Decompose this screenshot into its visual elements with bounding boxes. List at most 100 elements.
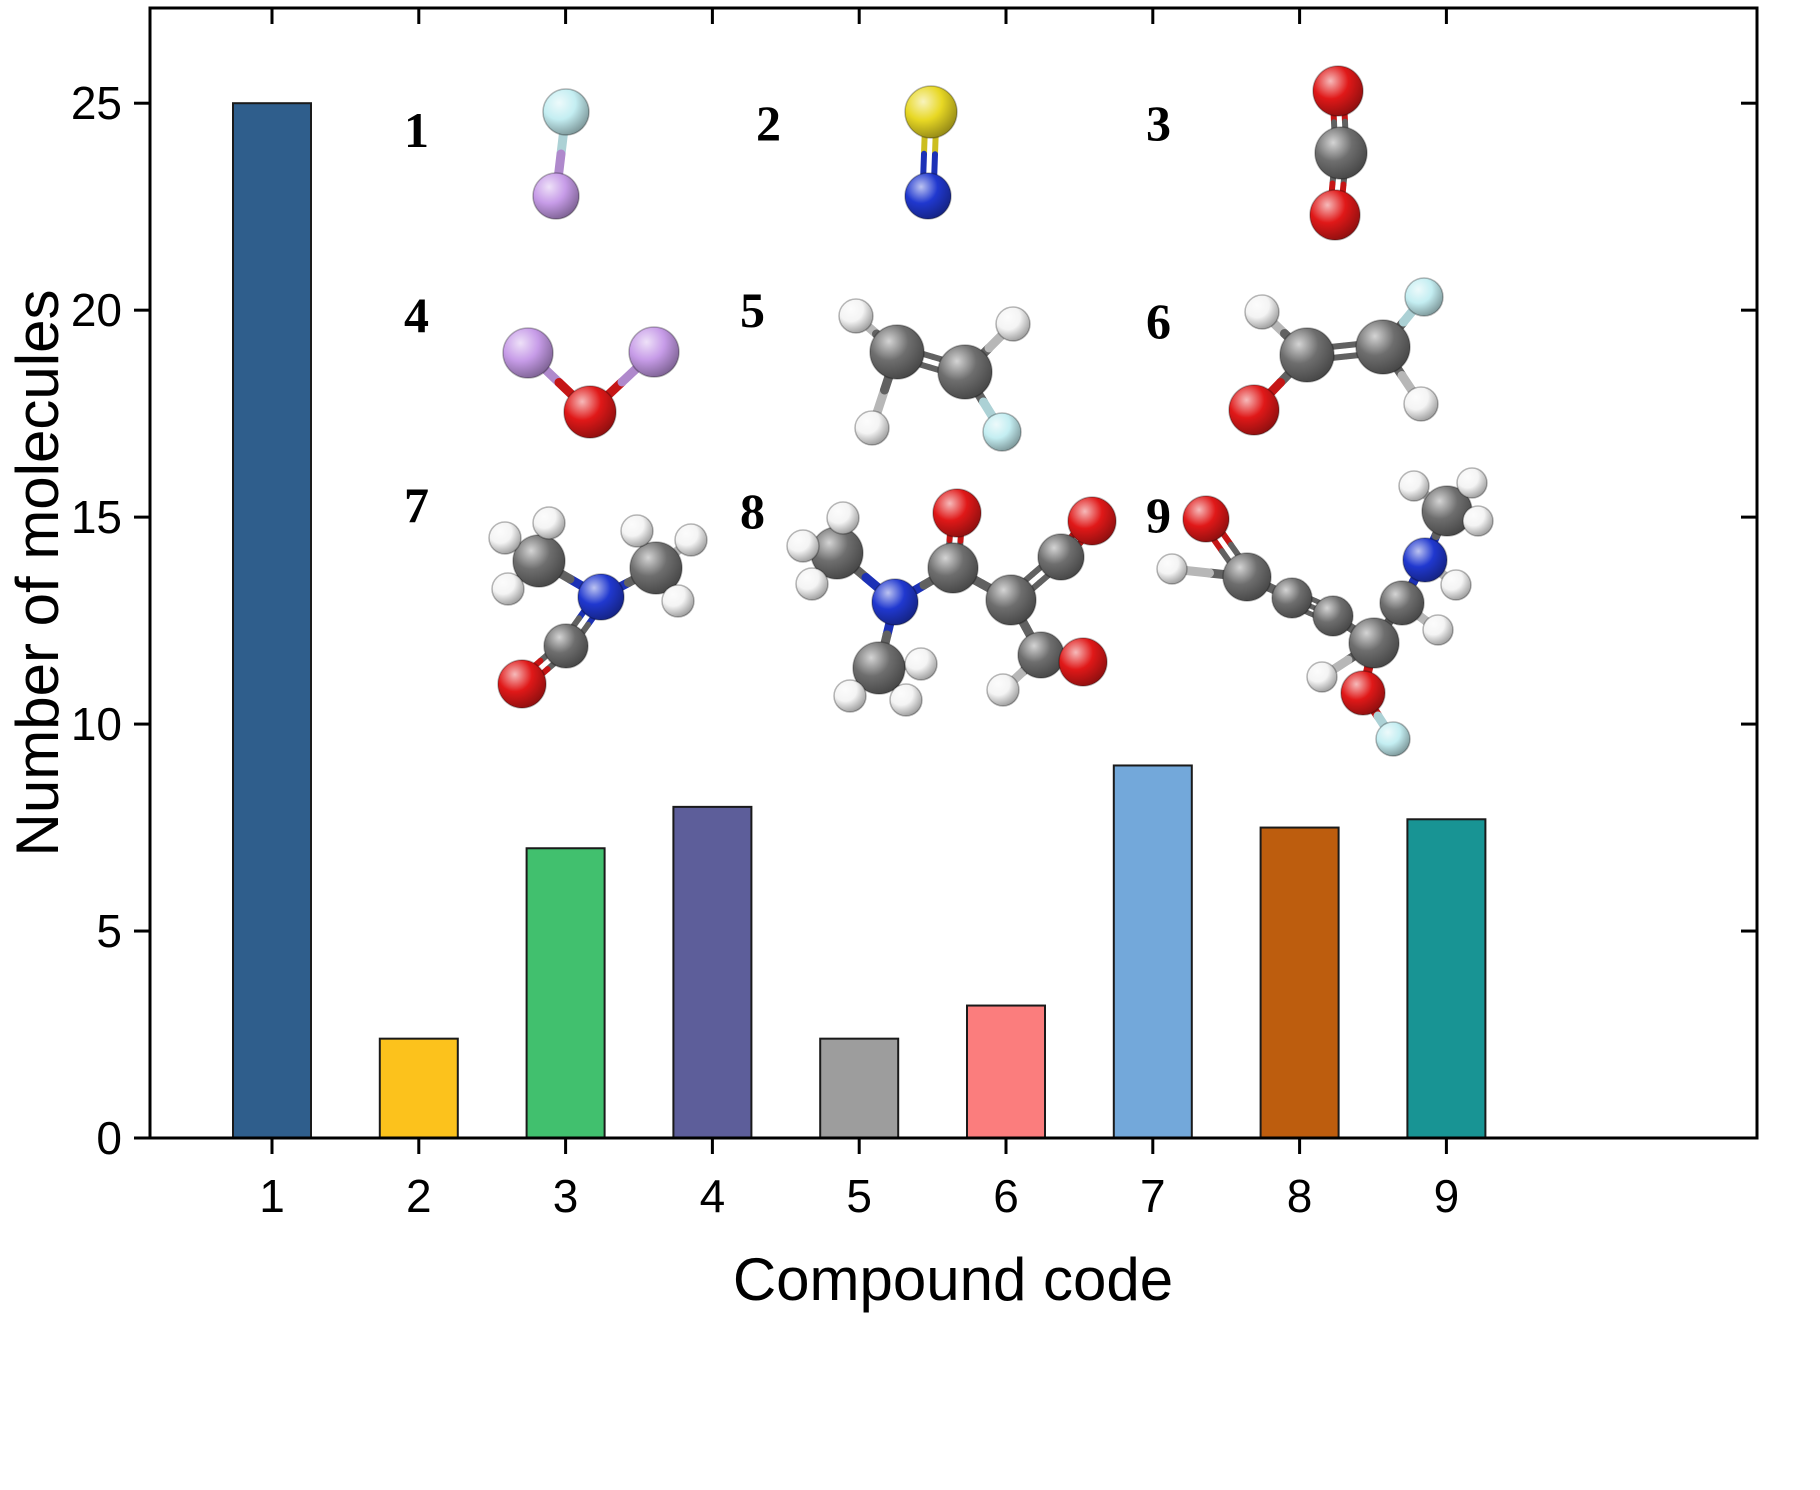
molecule-2: 2 <box>756 85 958 220</box>
atom-N <box>577 573 625 621</box>
atom-N <box>904 172 952 220</box>
x-tick-label: 8 <box>1287 1170 1313 1222</box>
molecule-label-4: 4 <box>404 287 429 343</box>
atom-C <box>1312 595 1354 637</box>
atom-C <box>1355 319 1411 375</box>
atom-H <box>488 521 522 555</box>
molecule-label-6: 6 <box>1146 293 1171 349</box>
atom-F <box>542 88 590 136</box>
x-tick-label: 7 <box>1140 1170 1166 1222</box>
atom-H <box>620 514 654 548</box>
atom-H <box>674 523 708 557</box>
bar-6 <box>966 1004 1046 1139</box>
atom-H <box>1456 467 1488 499</box>
molecule-label-1: 1 <box>404 102 429 158</box>
plot-frame <box>148 6 1759 1140</box>
bar-3 <box>525 847 606 1139</box>
atom-H <box>1306 661 1338 693</box>
molecule-label-8: 8 <box>740 483 765 539</box>
atom-O <box>563 385 617 439</box>
atom-C <box>543 623 589 669</box>
atom-X <box>532 172 580 220</box>
x-axis-title: Compound code <box>733 1246 1173 1313</box>
atom-C <box>629 541 683 595</box>
bar-7 <box>1112 764 1193 1139</box>
y-tick-label: 20 <box>71 284 122 336</box>
atom-H <box>995 306 1031 342</box>
atom-H <box>826 501 860 535</box>
atom-O <box>1312 65 1364 117</box>
molecule-9: 9 <box>1146 467 1494 757</box>
atom-H <box>1422 614 1454 646</box>
molecule-label-7: 7 <box>404 477 429 533</box>
atom-H <box>986 673 1020 707</box>
x-tick-label: 4 <box>700 1170 726 1222</box>
molecule-label-9: 9 <box>1146 487 1171 543</box>
molecule-8: 8 <box>740 483 1117 717</box>
bar-8 <box>1259 826 1340 1139</box>
atom-N <box>1402 537 1448 583</box>
atom-F <box>1375 721 1411 757</box>
atom-H <box>786 529 820 563</box>
x-tick-label: 2 <box>406 1170 432 1222</box>
bar-1 <box>232 102 312 1140</box>
atom-F <box>982 412 1022 452</box>
atom-O <box>1340 670 1386 716</box>
atom-C <box>1271 577 1313 619</box>
bar-2 <box>378 1037 459 1139</box>
atom-H <box>1403 386 1439 422</box>
atom-O <box>497 659 547 709</box>
atom-O <box>1309 189 1361 241</box>
y-tick-label: 15 <box>71 491 122 543</box>
atom-C <box>852 641 906 695</box>
y-tick-label: 10 <box>71 698 122 750</box>
atom-H <box>491 572 525 606</box>
atom-F <box>1404 277 1444 317</box>
x-tick-label: 5 <box>846 1170 872 1222</box>
atom-C <box>1017 631 1065 679</box>
atom-O <box>1228 384 1280 436</box>
atom-X <box>628 326 680 378</box>
atom-H <box>532 506 566 540</box>
bar-9 <box>1406 818 1487 1139</box>
atom-C <box>1222 552 1272 602</box>
y-tick-label: 25 <box>71 77 122 129</box>
atom-C <box>927 542 979 594</box>
molecule-insets: 1 2 3 4 5 6 7 8 9 <box>404 65 1494 757</box>
molecule-label-5: 5 <box>740 282 765 338</box>
atom-H <box>904 647 938 681</box>
atom-O <box>1182 495 1230 543</box>
atom-C <box>1037 533 1085 581</box>
molecule-label-3: 3 <box>1146 95 1171 151</box>
x-tick-label: 1 <box>259 1170 285 1222</box>
molecule-5: 5 <box>740 282 1031 452</box>
y-tick-label: 5 <box>96 905 122 957</box>
atom-H <box>661 584 695 618</box>
bar-4 <box>672 805 753 1139</box>
atom-H <box>1462 505 1494 537</box>
molecule-6: 6 <box>1146 277 1444 436</box>
atom-H <box>795 567 829 601</box>
atom-C <box>1314 126 1368 180</box>
atom-C <box>985 574 1037 626</box>
atom-X <box>502 327 554 379</box>
x-tick-label: 6 <box>993 1170 1019 1222</box>
atom-O <box>932 488 982 538</box>
atom-O <box>1067 496 1117 546</box>
atom-H <box>838 298 874 334</box>
molecule-label-2: 2 <box>756 95 781 151</box>
y-axis-title: Number of molecules <box>4 290 71 857</box>
bar-5 <box>819 1037 900 1139</box>
molecule-1: 1 <box>404 88 590 220</box>
atom-H <box>889 683 923 717</box>
molecule-3: 3 <box>1146 65 1368 241</box>
atom-H <box>1244 294 1280 330</box>
atom-H <box>1440 569 1472 601</box>
bars-layer <box>232 102 1487 1140</box>
atom-H <box>1156 553 1188 585</box>
atom-N <box>871 578 919 626</box>
x-tick-label: 9 <box>1434 1170 1460 1222</box>
x-tick-label: 3 <box>553 1170 579 1222</box>
